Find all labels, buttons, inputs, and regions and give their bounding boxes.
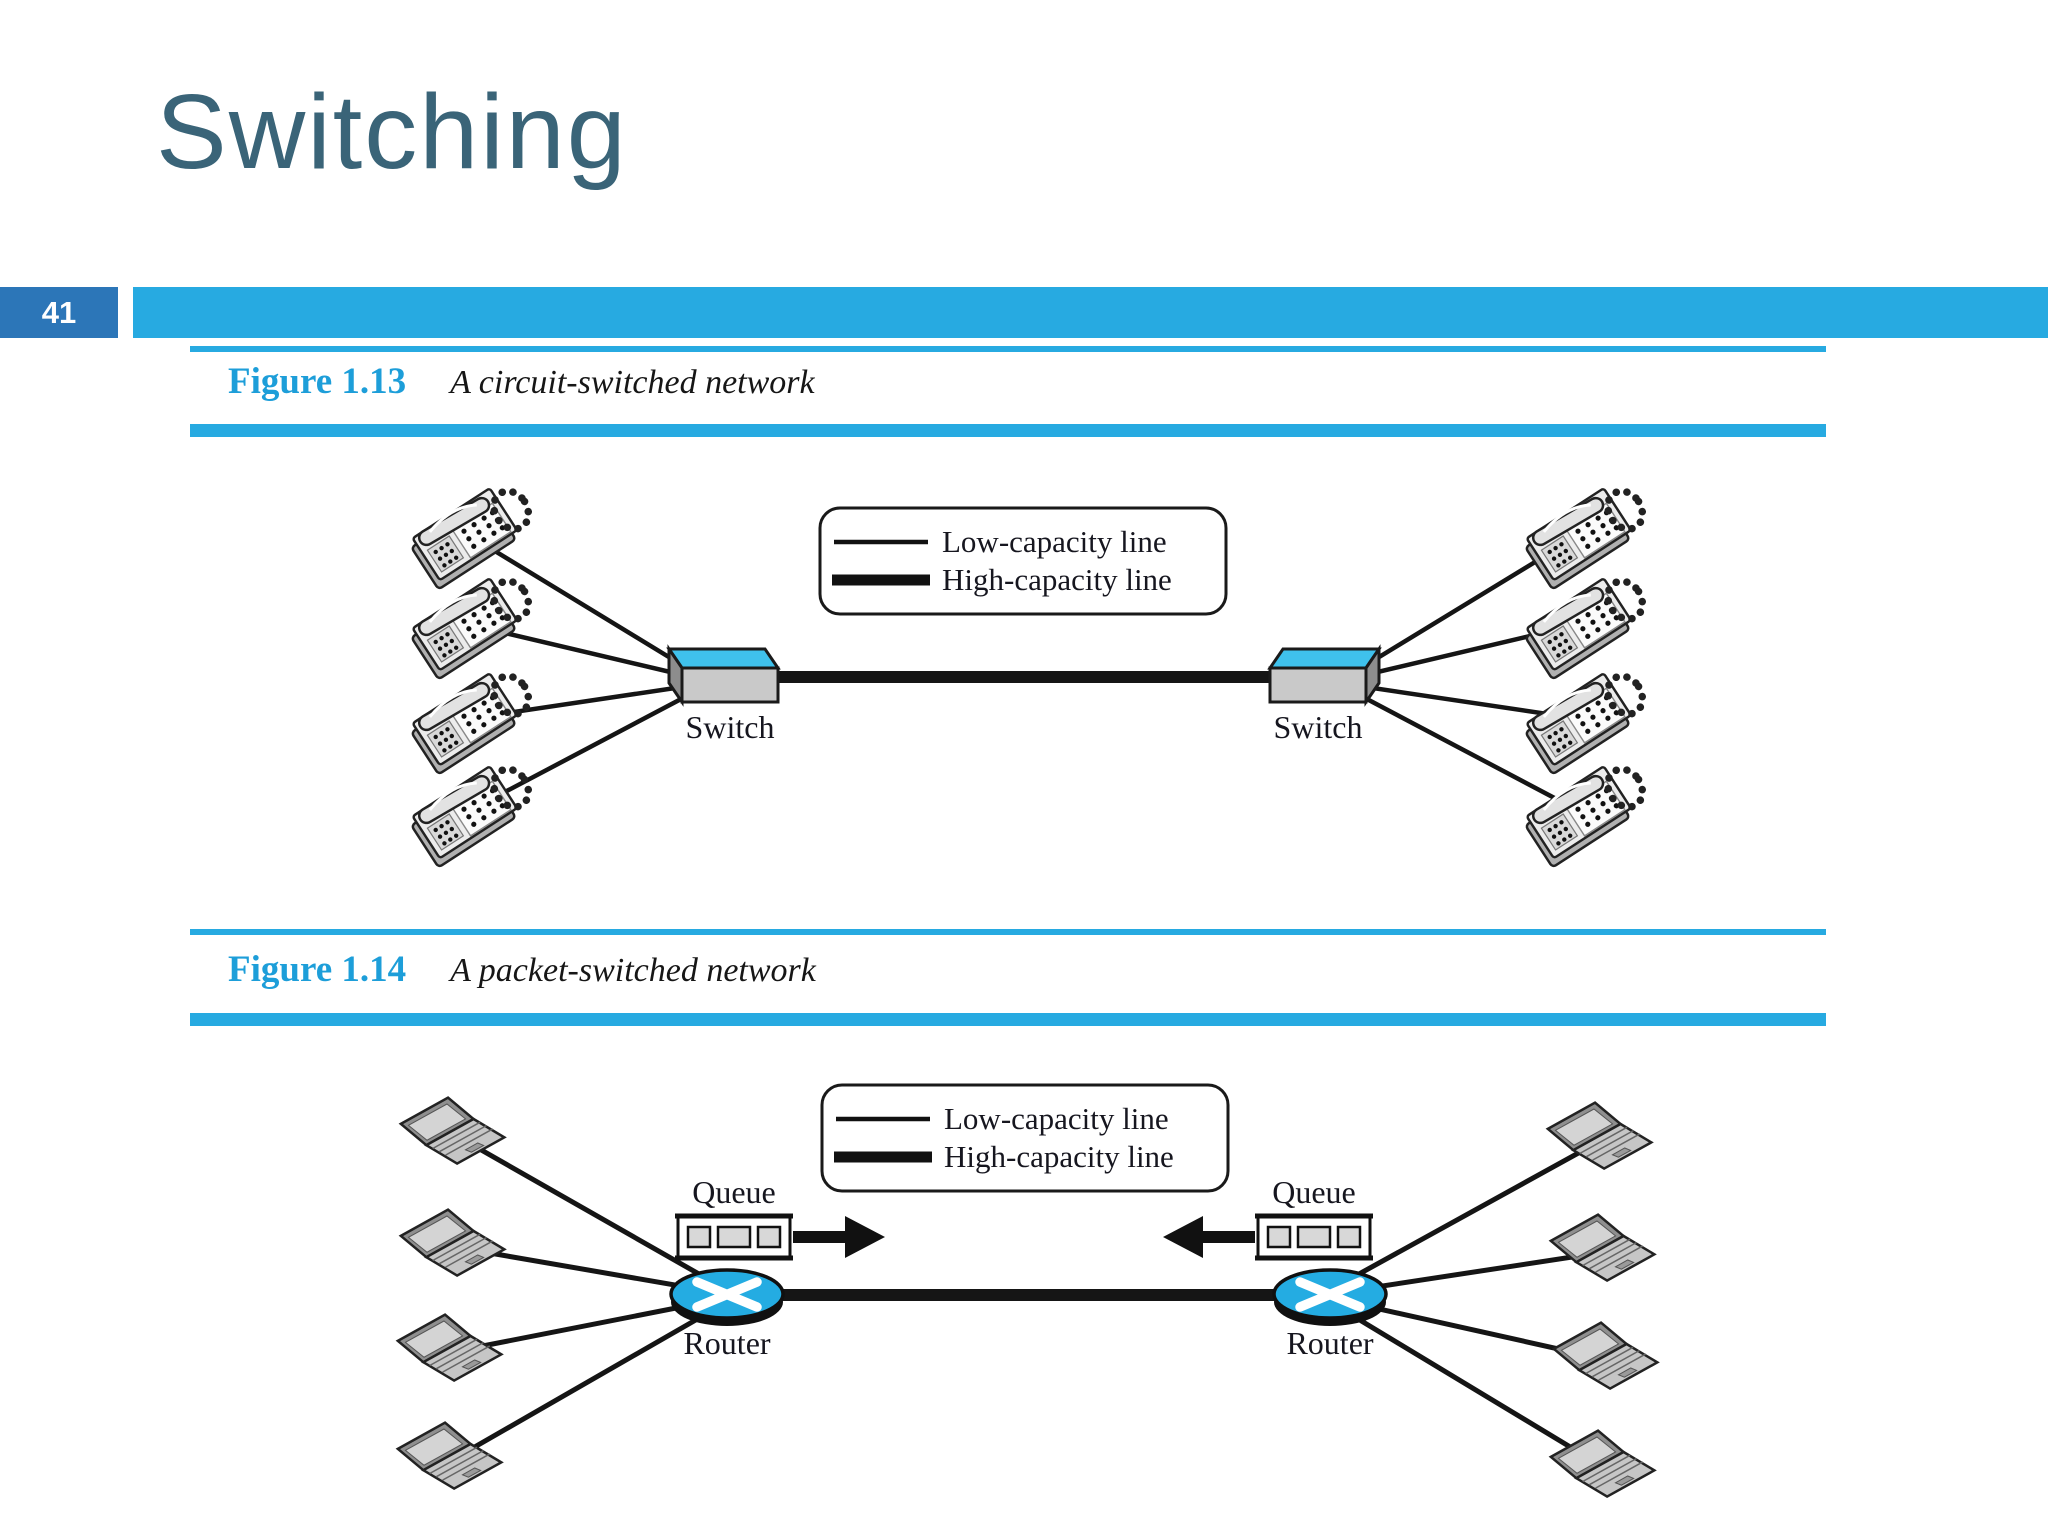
switch-label-right: Switch (1274, 709, 1363, 745)
figure14-bottom-rule (190, 1013, 1826, 1026)
laptop-icon (1549, 1198, 1656, 1297)
laptop-icon (396, 1298, 503, 1397)
switch-label-left: Switch (686, 709, 775, 745)
laptop-icon (1549, 1414, 1656, 1513)
connection-line (1343, 685, 1584, 815)
figure14-caption-text: A packet-switched network (450, 952, 816, 989)
connection-line (452, 1132, 730, 1293)
router-icon (671, 1270, 783, 1326)
figure13-top-rule (190, 346, 1826, 352)
figure14-top-rule (190, 929, 1826, 935)
flow-arrow-left-icon (1163, 1216, 1255, 1258)
figure13-bottom-rule (190, 424, 1826, 437)
slide-title: Switching (156, 73, 628, 191)
flow-arrow-right-icon (793, 1216, 885, 1258)
legend-box: Low-capacity line High-capacity line (818, 506, 1228, 616)
laptop-icon (399, 1081, 506, 1180)
accent-bar (133, 287, 2048, 338)
connection-line (1327, 1137, 1605, 1293)
legend-box: Low-capacity line High-capacity line (820, 1083, 1230, 1193)
connection-line (449, 1299, 730, 1463)
laptop-icon (396, 1406, 503, 1505)
queue-label-left: Queue (692, 1174, 776, 1210)
figure13-label: Figure 1.13 (228, 361, 407, 402)
switch-3d-icon (1268, 647, 1381, 704)
telephone-icon (407, 476, 539, 590)
legend-low-label: Low-capacity line (942, 524, 1167, 559)
legend-low-label: Low-capacity line (944, 1101, 1169, 1136)
telephone-icon (1521, 566, 1653, 680)
router-icon (1274, 1270, 1386, 1326)
circuit-switched-diagram: Switch Switch Low-capacity line High-cap… (407, 476, 1653, 868)
legend-high-label: High-capacity line (944, 1139, 1174, 1174)
telephone-icon (407, 754, 539, 868)
telephone-icon (407, 661, 539, 775)
laptop-icon (1546, 1086, 1653, 1185)
figure14-caption: Figure 1.14 A packet-switched network (228, 948, 816, 991)
switch-3d-icon (667, 647, 780, 704)
telephone-icon (407, 566, 539, 680)
queue-box (1255, 1216, 1373, 1258)
connection-line (464, 531, 703, 679)
figure13-caption: Figure 1.13 A circuit-switched network (228, 360, 815, 403)
laptop-icon (1552, 1306, 1659, 1405)
router-label-right: Router (1286, 1325, 1373, 1361)
telephone-icon (1521, 754, 1653, 868)
figure14-label: Figure 1.14 (228, 949, 407, 990)
legend-high-label: High-capacity line (942, 562, 1172, 597)
telephone-icon (1521, 476, 1653, 590)
connection-line (1327, 1299, 1608, 1471)
queue-box (675, 1216, 793, 1258)
telephone-icon (1521, 661, 1653, 775)
router-label-left: Router (683, 1325, 770, 1361)
laptop-icon (399, 1193, 506, 1292)
queue-label-right: Queue (1272, 1174, 1356, 1210)
figure13-caption-text: A circuit-switched network (450, 364, 815, 401)
page-number-badge: 41 (0, 287, 118, 338)
packet-switched-diagram: Router Router Queue Queue Low-capacity l… (396, 1081, 1659, 1513)
